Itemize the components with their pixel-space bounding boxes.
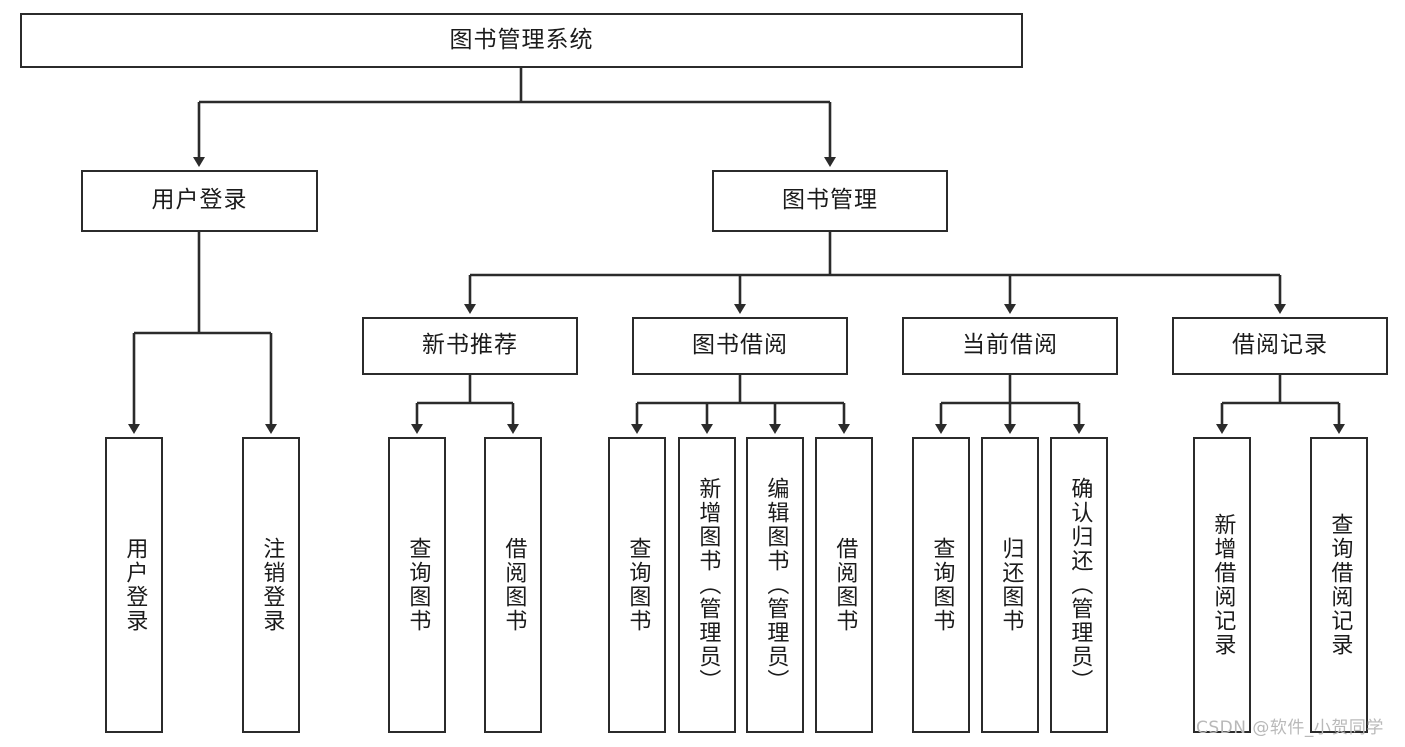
leaf-borrow-edit-book-admin[interactable]: 编辑图书（管理员） [746, 437, 804, 733]
node-book-borrow[interactable]: 图书借阅 [632, 317, 848, 375]
node-label: 归还图书 [998, 537, 1024, 633]
node-label: 图书借阅 [692, 332, 788, 359]
node-label: 查询图书 [625, 537, 651, 633]
leaf-user-login-signin[interactable]: 用户登录 [105, 437, 163, 733]
node-label: 当前借阅 [962, 332, 1058, 359]
node-root-system[interactable]: 图书管理系统 [20, 13, 1023, 68]
csdn-watermark: CSDN @软件_小贺同学 [1196, 713, 1384, 738]
node-label: 用户登录 [122, 537, 148, 633]
leaf-record-add-record[interactable]: 新增借阅记录 [1193, 437, 1251, 733]
node-label: 查询借阅记录 [1327, 513, 1353, 657]
watermark-text: CSDN @软件_小贺同学 [1196, 718, 1384, 738]
leaf-borrow-borrow-book[interactable]: 借阅图书 [815, 437, 873, 733]
leaf-borrow-add-book-admin[interactable]: 新增图书（管理员） [678, 437, 736, 733]
node-label: 编辑图书（管理员） [763, 477, 789, 693]
leaf-current-return-book[interactable]: 归还图书 [981, 437, 1039, 733]
node-label: 新增图书（管理员） [695, 477, 721, 693]
leaf-current-confirm-return-admin[interactable]: 确认归还（管理员） [1050, 437, 1108, 733]
node-book-management[interactable]: 图书管理 [712, 170, 948, 232]
node-new-book-recommend[interactable]: 新书推荐 [362, 317, 578, 375]
node-label: 图书管理 [782, 187, 878, 214]
leaf-record-query-record[interactable]: 查询借阅记录 [1310, 437, 1368, 733]
node-label: 借阅图书 [501, 537, 527, 633]
node-current-borrow[interactable]: 当前借阅 [902, 317, 1118, 375]
node-label: 查询图书 [405, 537, 431, 633]
node-label: 借阅记录 [1232, 332, 1328, 359]
node-label: 用户登录 [151, 187, 248, 214]
leaf-recommend-query-book[interactable]: 查询图书 [388, 437, 446, 733]
node-user-login[interactable]: 用户登录 [81, 170, 318, 232]
node-borrow-record[interactable]: 借阅记录 [1172, 317, 1388, 375]
node-label: 借阅图书 [832, 537, 858, 633]
node-label: 新增借阅记录 [1210, 513, 1236, 657]
node-label: 查询图书 [929, 537, 955, 633]
node-label: 新书推荐 [422, 332, 518, 359]
node-label: 注销登录 [259, 537, 285, 633]
leaf-user-login-signout[interactable]: 注销登录 [242, 437, 300, 733]
node-label: 图书管理系统 [449, 26, 594, 53]
leaf-borrow-query-book[interactable]: 查询图书 [608, 437, 666, 733]
node-label: 确认归还（管理员） [1067, 477, 1093, 693]
leaf-recommend-borrow-book[interactable]: 借阅图书 [484, 437, 542, 733]
leaf-current-query-book[interactable]: 查询图书 [912, 437, 970, 733]
